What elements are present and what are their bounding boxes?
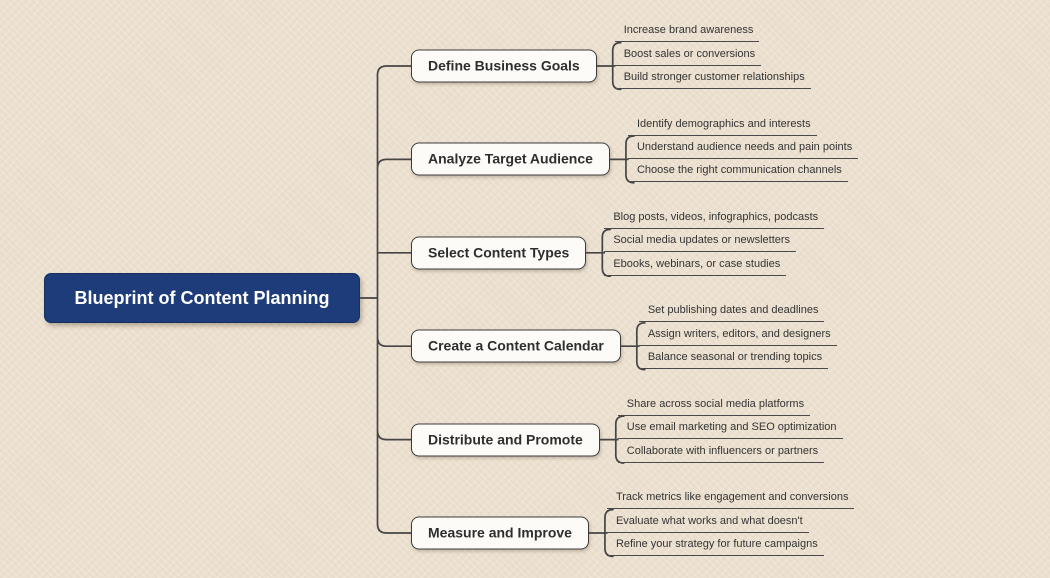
child-topic[interactable]: Balance seasonal or trending topics — [638, 349, 829, 370]
child-topic[interactable]: Set publishing dates and deadlines — [638, 302, 825, 323]
child-topic[interactable]: Social media updates or newsletters — [604, 232, 797, 253]
child-topic[interactable]: Boost sales or conversions — [614, 46, 762, 66]
child-topic[interactable]: Choose the right communication channels — [627, 162, 848, 183]
child-topic[interactable]: Ebooks, webinars, or case studies — [604, 256, 787, 276]
child-topic[interactable]: Increase brand awareness — [614, 22, 760, 43]
child-topic[interactable]: Build stronger customer relationships — [614, 69, 811, 89]
branch-topic[interactable]: Define Business Goals — [411, 49, 597, 83]
root-topic[interactable]: Blueprint of Content Planning — [44, 273, 360, 323]
child-topic[interactable]: Refine your strategy for future campaign… — [606, 536, 824, 556]
child-topic[interactable]: Track metrics like engagement and conver… — [606, 489, 855, 510]
child-topic[interactable]: Collaborate with influencers or partners — [617, 443, 825, 463]
child-topic[interactable]: Use email marketing and SEO optimization — [617, 419, 843, 440]
branch-topic[interactable]: Analyze Target Audience — [411, 142, 610, 176]
child-topic[interactable]: Evaluate what works and what doesn't — [606, 513, 809, 533]
child-topic[interactable]: Identify demographics and interests — [627, 116, 817, 136]
child-topic[interactable]: Assign writers, editors, and designers — [638, 326, 837, 346]
branch-topic[interactable]: Create a Content Calendar — [411, 329, 621, 363]
child-topic[interactable]: Understand audience needs and pain point… — [627, 139, 859, 159]
branch-topic[interactable]: Distribute and Promote — [411, 423, 600, 457]
branch-topic[interactable]: Select Content Types — [411, 236, 587, 270]
child-topic[interactable]: Share across social media platforms — [617, 396, 811, 416]
branch-topic[interactable]: Measure and Improve — [411, 516, 589, 550]
child-topic[interactable]: Blog posts, videos, infographics, podcas… — [604, 209, 825, 229]
